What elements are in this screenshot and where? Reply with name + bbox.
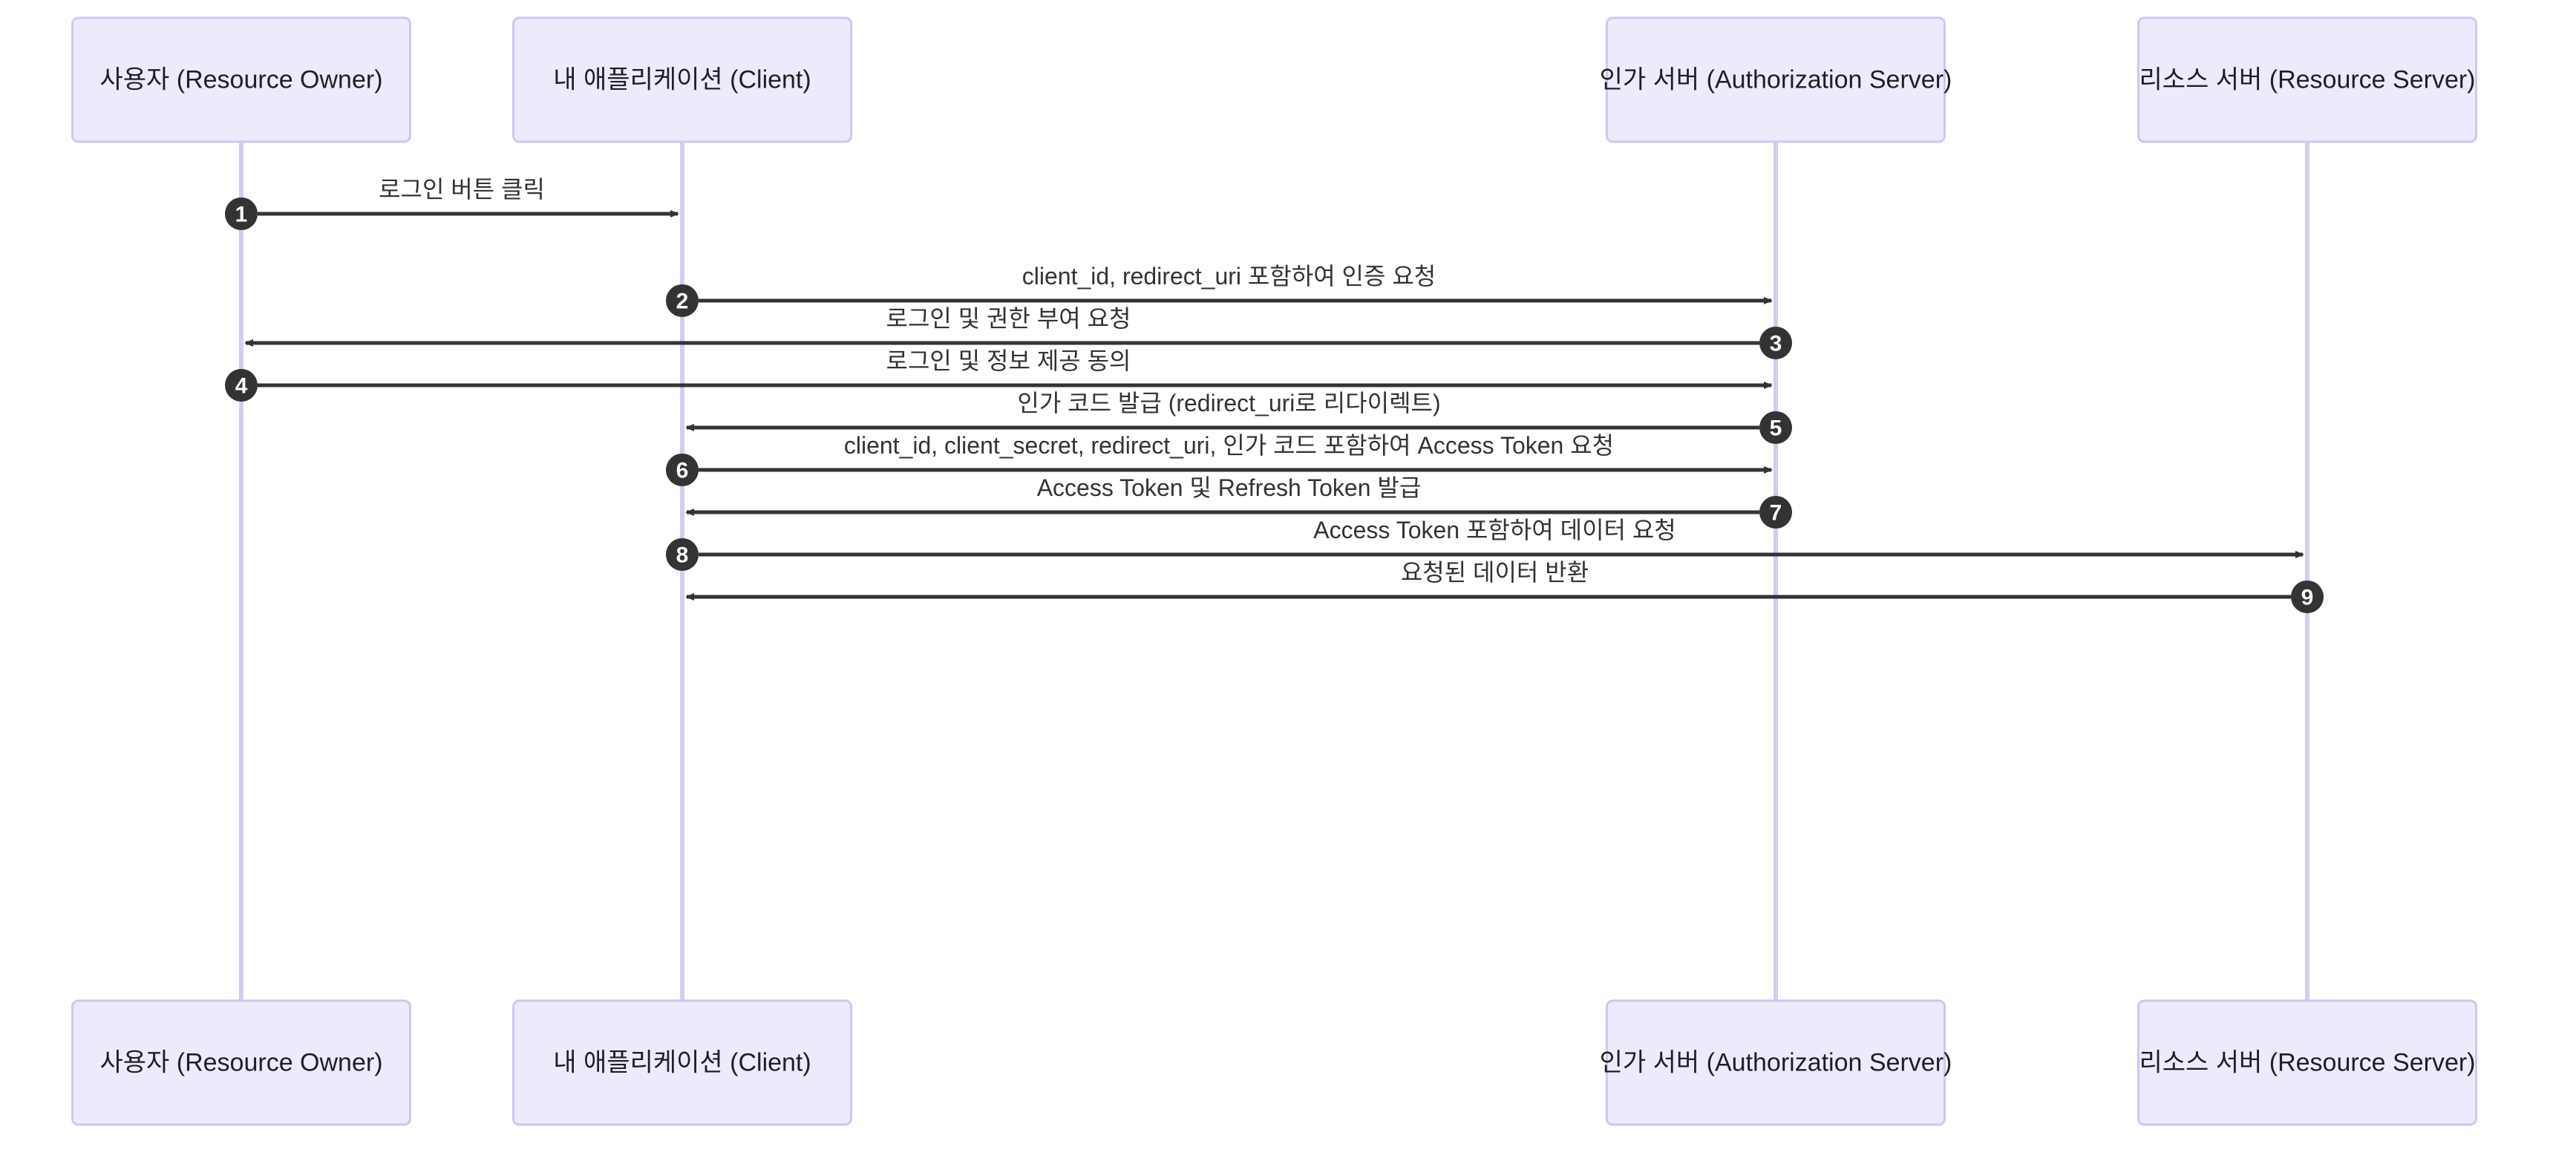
sequence-badge-circle <box>666 538 699 571</box>
message-6[interactable]: client_id, client_secret, redirect_uri, … <box>666 432 1773 486</box>
sequence-badge-9: 9 <box>2291 581 2324 613</box>
participant-label: 인가 서버 (Authorization Server) <box>1600 65 1952 94</box>
participant-auth-top[interactable]: 인가 서버 (Authorization Server) <box>1600 16 1952 143</box>
sequence-badge-3: 3 <box>1759 327 1792 359</box>
participant-label: 내 애플리케이션 (Client) <box>553 65 811 94</box>
message-label: 인가 코드 발급 (redirect_uri로 리다이렉트) <box>1017 390 1440 416</box>
participant-box <box>1606 16 1946 143</box>
sequence-badge-circle <box>1759 496 1792 529</box>
participant-resource-top[interactable]: 리소스 서버 (Resource Server) <box>2137 16 2477 143</box>
sequence-badge-circle <box>2291 581 2324 613</box>
sequence-badge-4: 4 <box>225 369 258 402</box>
sequence-badge-number: 2 <box>676 290 689 314</box>
sequence-badge-7: 7 <box>1759 496 1792 529</box>
messages-layer: 로그인 버튼 클릭 1 client_id, redirect_uri 포함하여 인… <box>225 176 2324 613</box>
participant-client-top[interactable]: 내 애플리케이션 (Client) <box>512 16 852 143</box>
participant-resource-bottom[interactable]: 리소스 서버 (Resource Server) <box>2137 999 2477 1126</box>
message-1[interactable]: 로그인 버튼 클릭 1 <box>225 176 679 230</box>
participant-owner-top[interactable]: 사용자 (Resource Owner) <box>71 16 411 143</box>
sequence-badge-number: 1 <box>235 203 248 227</box>
sequence-badge-number: 4 <box>235 374 248 399</box>
message-label: Access Token 포함하여 데이터 요청 <box>1313 517 1676 543</box>
sequence-badge-circle <box>225 369 258 402</box>
message-label: 요청된 데이터 반환 <box>1401 559 1589 586</box>
message-label: 로그인 및 권한 부여 요청 <box>886 305 1131 332</box>
sequence-badge-6: 6 <box>666 454 699 486</box>
participant-label: 리소스 서버 (Resource Server) <box>2139 65 2475 94</box>
message-label: client_id, client_secret, redirect_uri, … <box>844 432 1614 459</box>
participant-label: 인가 서버 (Authorization Server) <box>1600 1048 1952 1076</box>
participant-box <box>512 16 852 143</box>
sequence-badge-2: 2 <box>666 284 699 317</box>
participant-box <box>2137 16 2477 143</box>
message-7[interactable]: Access Token 및 Refresh Token 발급 7 <box>685 474 1792 529</box>
participant-label: 내 애플리케이션 (Client) <box>553 1048 811 1076</box>
participant-boxes-top: 사용자 (Resource Owner) 내 애플리케이션 (Client) 인가 … <box>71 16 2477 143</box>
participant-label: 사용자 (Resource Owner) <box>99 1048 382 1076</box>
sequence-badge-circle <box>1759 411 1792 444</box>
message-4[interactable]: 로그인 및 정보 제공 동의 4 <box>225 347 1773 402</box>
message-label: 로그인 및 정보 제공 동의 <box>886 347 1131 374</box>
participant-boxes-bottom: 사용자 (Resource Owner) 내 애플리케이션 (Client) 인가 … <box>71 999 2477 1126</box>
sequence-badge-number: 9 <box>2301 586 2314 610</box>
message-8[interactable]: Access Token 포함하여 데이터 요청 8 <box>666 517 2304 571</box>
message-5[interactable]: 인가 코드 발급 (redirect_uri로 리다이렉트) 5 <box>685 390 1792 444</box>
sequence-badge-number: 8 <box>676 543 689 568</box>
sequence-badge-number: 7 <box>1770 501 1782 526</box>
participant-box <box>71 999 411 1126</box>
message-3[interactable]: 로그인 및 권한 부여 요청 3 <box>244 305 1792 359</box>
message-label: Access Token 및 Refresh Token 발급 <box>1037 474 1422 501</box>
participant-box <box>1606 999 1946 1126</box>
participant-box <box>2137 999 2477 1126</box>
sequence-badge-1: 1 <box>225 197 258 230</box>
participant-label: 사용자 (Resource Owner) <box>99 65 382 94</box>
participant-label: 리소스 서버 (Resource Server) <box>2139 1048 2475 1076</box>
sequence-badge-8: 8 <box>666 538 699 571</box>
participant-owner-bottom[interactable]: 사용자 (Resource Owner) <box>71 999 411 1126</box>
message-label: client_id, redirect_uri 포함하여 인증 요청 <box>1022 263 1436 290</box>
participant-client-bottom[interactable]: 내 애플리케이션 (Client) <box>512 999 852 1126</box>
message-9[interactable]: 요청된 데이터 반환 9 <box>685 559 2324 613</box>
message-label: 로그인 버튼 클릭 <box>379 176 545 203</box>
sequence-badge-number: 3 <box>1770 332 1782 356</box>
message-2[interactable]: client_id, redirect_uri 포함하여 인증 요청 2 <box>666 263 1773 317</box>
sequence-badge-5: 5 <box>1759 411 1792 444</box>
participant-auth-bottom[interactable]: 인가 서버 (Authorization Server) <box>1600 999 1952 1126</box>
participant-box <box>71 16 411 143</box>
sequence-badge-number: 6 <box>676 459 689 483</box>
sequence-badge-number: 5 <box>1770 416 1782 441</box>
participant-box <box>512 999 852 1126</box>
sequence-badge-circle <box>666 454 699 486</box>
sequence-badge-circle <box>666 284 699 317</box>
sequence-badge-circle <box>1759 327 1792 359</box>
sequence-badge-circle <box>225 197 258 230</box>
